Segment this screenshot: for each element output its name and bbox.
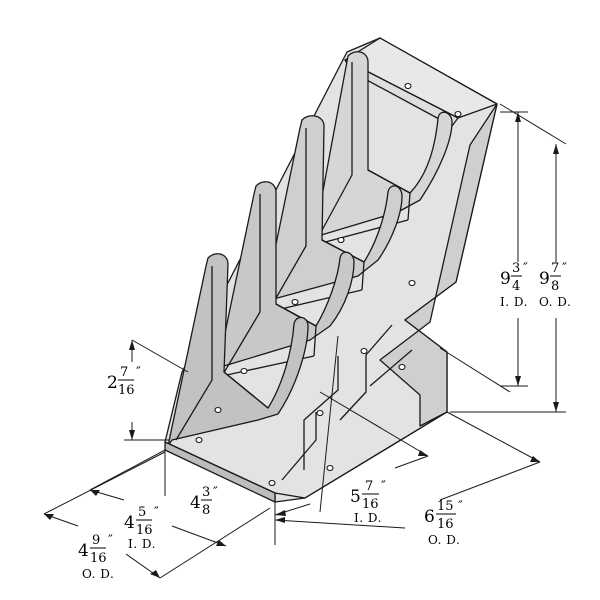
dim-height-od: 9 7 8 ″ O. D. bbox=[539, 261, 571, 309]
dim-height-id-label: I. D. bbox=[500, 295, 528, 309]
mounting-holes bbox=[195, 82, 462, 487]
dim-pocket-height-whole: 2 bbox=[107, 373, 118, 393]
dim-depth-id-num: 7 bbox=[365, 479, 373, 494]
dim-width-id: 4 5 16 ″ I. D. bbox=[124, 505, 159, 551]
dim-depth-od-num: 15 bbox=[437, 499, 454, 514]
dim-height-od-num: 7 bbox=[551, 261, 559, 276]
dim-width-id-num: 5 bbox=[138, 505, 146, 520]
dim-depth-od-label: O. D. bbox=[428, 533, 460, 547]
dim-pocket-width-whole: 4 bbox=[190, 493, 201, 513]
dim-height-od-unit: ″ bbox=[562, 261, 567, 276]
base bbox=[164, 324, 448, 503]
dim-pocket-width-unit: ″ bbox=[213, 485, 218, 500]
dim-depth-od: 6 15 16 ″ O. D. bbox=[424, 499, 463, 547]
dim-depth-id-unit: ″ bbox=[381, 479, 386, 494]
dim-height-id-unit: ″ bbox=[523, 261, 528, 276]
dim-width-od-den: 16 bbox=[90, 551, 107, 566]
dim-width-id-unit: ″ bbox=[154, 505, 159, 520]
dim-width-id-label: I. D. bbox=[128, 537, 156, 551]
dim-depth-id-label: I. D. bbox=[354, 511, 382, 525]
dim-width-od-label: O. D. bbox=[82, 567, 114, 581]
dim-pocket-width-den: 8 bbox=[202, 503, 210, 518]
dim-width-od-whole: 4 bbox=[78, 541, 89, 561]
dim-pocket-height-unit: ″ bbox=[136, 365, 141, 380]
right-outer-face bbox=[379, 103, 498, 427]
dim-pocket-height: 2 7 16 ″ bbox=[107, 365, 141, 398]
pocket-4 bbox=[167, 253, 309, 447]
dim-height-od-label: O. D. bbox=[539, 295, 571, 309]
dim-depth-id-den: 16 bbox=[362, 497, 379, 512]
dim-depth-id: 5 7 16 ″ I. D. bbox=[350, 479, 386, 525]
dim-depth-od-unit: ″ bbox=[458, 499, 463, 514]
dim-height-id-num: 3 bbox=[512, 261, 520, 276]
dim-height-od-whole: 9 bbox=[539, 269, 550, 289]
dim-pocket-height-den: 16 bbox=[118, 383, 135, 398]
dim-pocket-width-num: 3 bbox=[202, 485, 210, 500]
dim-depth-od-den: 16 bbox=[437, 517, 454, 532]
dim-depth-od-whole: 6 bbox=[424, 507, 435, 527]
dimension-lines bbox=[43, 103, 567, 579]
dim-pocket-height-num: 7 bbox=[120, 365, 128, 380]
arrowheads bbox=[44, 112, 559, 578]
dim-height-id-whole: 9 bbox=[500, 269, 511, 289]
dim-width-od-unit: ″ bbox=[108, 533, 113, 548]
dim-height-id: 9 3 4 ″ I. D. bbox=[500, 261, 528, 309]
dim-width-od: 4 9 16 ″ O. D. bbox=[78, 533, 114, 581]
dim-width-id-whole: 4 bbox=[124, 513, 135, 533]
dim-height-id-den: 4 bbox=[512, 279, 520, 294]
dim-pocket-width: 4 3 8 ″ bbox=[190, 485, 218, 518]
dim-height-od-den: 8 bbox=[551, 279, 559, 294]
pocket-2 bbox=[261, 115, 403, 313]
dim-width-id-den: 16 bbox=[136, 523, 153, 538]
dim-depth-id-whole: 5 bbox=[350, 487, 361, 507]
dim-width-od-num: 9 bbox=[92, 533, 100, 548]
